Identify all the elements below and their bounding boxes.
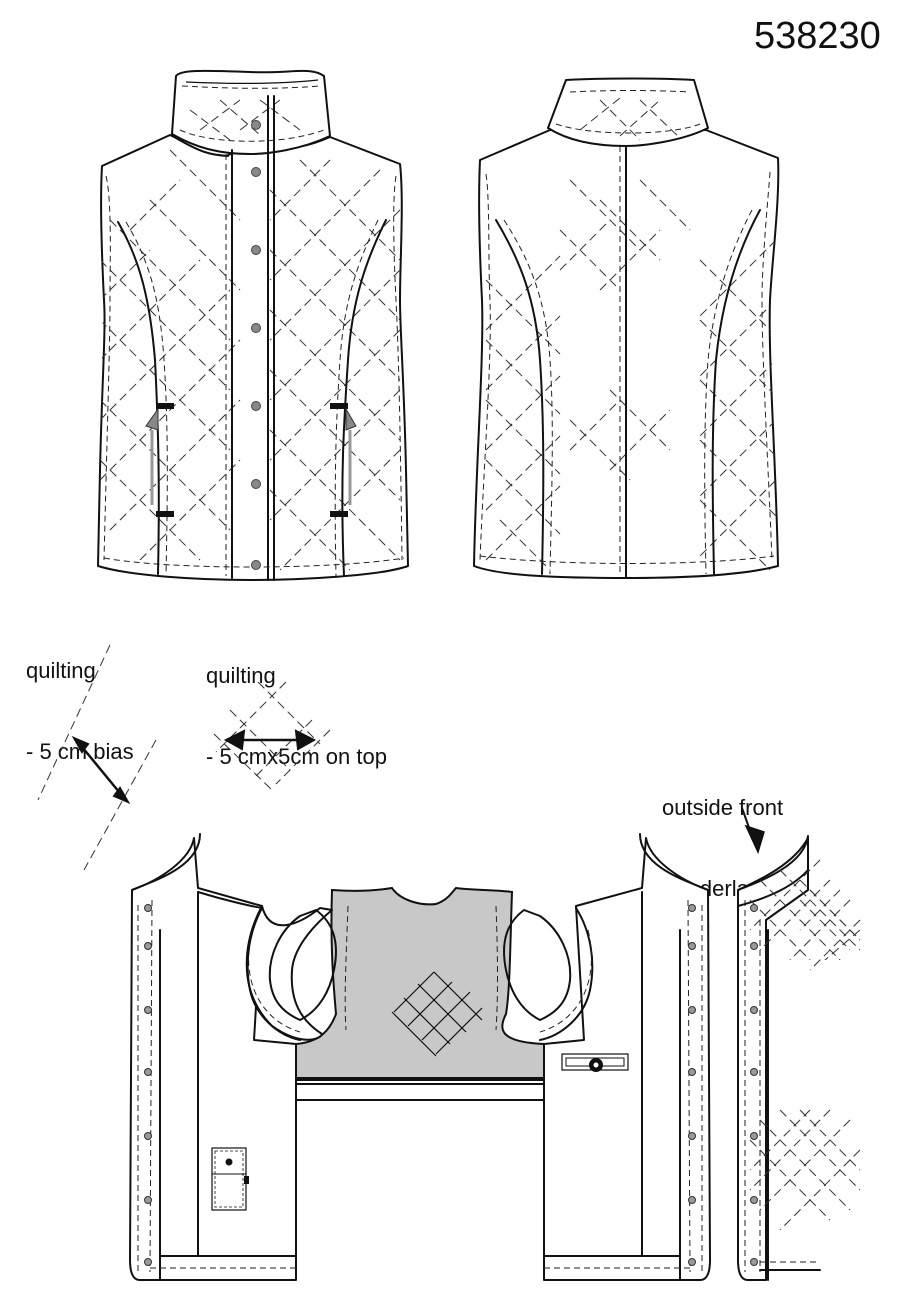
snap-button-icon xyxy=(750,1258,758,1266)
snap-button-icon xyxy=(750,1068,758,1076)
back-collar xyxy=(547,77,709,147)
snap-button-icon xyxy=(688,1132,696,1140)
outside-front-title: outside front xyxy=(662,795,784,820)
snap-button-icon xyxy=(750,942,758,950)
vest-inside-view xyxy=(129,833,711,1281)
front-body-outline xyxy=(97,134,409,581)
lining-quilt-motif xyxy=(391,971,483,1057)
snap-button-icon xyxy=(251,401,261,411)
snap-button-icon xyxy=(144,1196,152,1204)
quilting-bias-title: quilting xyxy=(26,658,96,683)
snap-button-icon xyxy=(750,1196,758,1204)
back-right-panel-seam xyxy=(711,209,761,575)
square-quilting-sample xyxy=(213,681,331,791)
snap-button-icon xyxy=(688,904,696,912)
front-quilting-pattern xyxy=(99,149,401,571)
double-arrow-icon xyxy=(223,729,317,751)
inside-left-front xyxy=(129,837,297,1281)
snap-button-icon xyxy=(251,323,261,333)
snap-button-icon xyxy=(144,1006,152,1014)
snap-button-icon xyxy=(750,1006,758,1014)
front-left-panel-seam xyxy=(117,221,160,575)
snap-button-icon xyxy=(144,904,152,912)
snap-button-icon xyxy=(688,1068,696,1076)
snap-button-icon xyxy=(251,479,261,489)
back-left-panel-seam xyxy=(495,219,545,575)
quilting-square-spec: - 5 cmx5cm on top xyxy=(206,744,387,769)
snap-button-icon xyxy=(750,904,758,912)
zipper-pull-icon xyxy=(225,1158,233,1166)
front-snap-buttons xyxy=(251,120,261,570)
inside-left-armhole-curve xyxy=(246,907,337,1041)
model-number: 538230 xyxy=(754,15,881,57)
underlap-snaps xyxy=(750,904,758,1266)
front-pocket-right xyxy=(330,403,357,517)
vest-front-view xyxy=(97,69,409,581)
vest-back-view xyxy=(473,77,780,579)
inside-right-armhole-curve xyxy=(503,907,594,1041)
underlap-quilting-lower xyxy=(749,1109,860,1230)
quilting-square-title: quilting xyxy=(206,663,276,688)
snap-button-icon xyxy=(144,1068,152,1076)
underlap-outline xyxy=(737,837,809,1281)
snap-button-icon xyxy=(251,120,261,130)
snap-button-icon xyxy=(688,1196,696,1204)
snap-button-icon xyxy=(144,1258,152,1266)
front-collar xyxy=(171,69,331,155)
snap-button-icon xyxy=(251,560,261,570)
snap-button-icon xyxy=(251,167,261,177)
inside-phone-pocket xyxy=(211,1147,249,1211)
underlap-detail xyxy=(737,807,861,1281)
pointer-arrow-icon xyxy=(744,824,765,855)
snap-button-icon xyxy=(688,1258,696,1266)
quilting-square-label: quilting - 5 cmx5cm on top xyxy=(206,608,387,797)
front-pocket-left xyxy=(145,403,174,517)
snap-button-icon xyxy=(144,942,152,950)
snap-button-icon xyxy=(144,1132,152,1140)
inside-left-snaps xyxy=(144,904,152,1266)
front-right-panel-seam xyxy=(341,219,387,577)
inside-welt-pocket xyxy=(561,1053,629,1072)
snap-button-icon xyxy=(750,1132,758,1140)
snap-button-icon xyxy=(251,245,261,255)
snap-button-icon xyxy=(688,1006,696,1014)
snap-button-icon xyxy=(688,942,696,950)
back-lining-panel xyxy=(295,886,545,1079)
double-arrow-icon xyxy=(71,735,131,805)
back-quilting-pattern xyxy=(485,179,777,571)
bias-quilting-sample xyxy=(37,644,157,871)
inside-right-snaps xyxy=(688,904,696,1266)
